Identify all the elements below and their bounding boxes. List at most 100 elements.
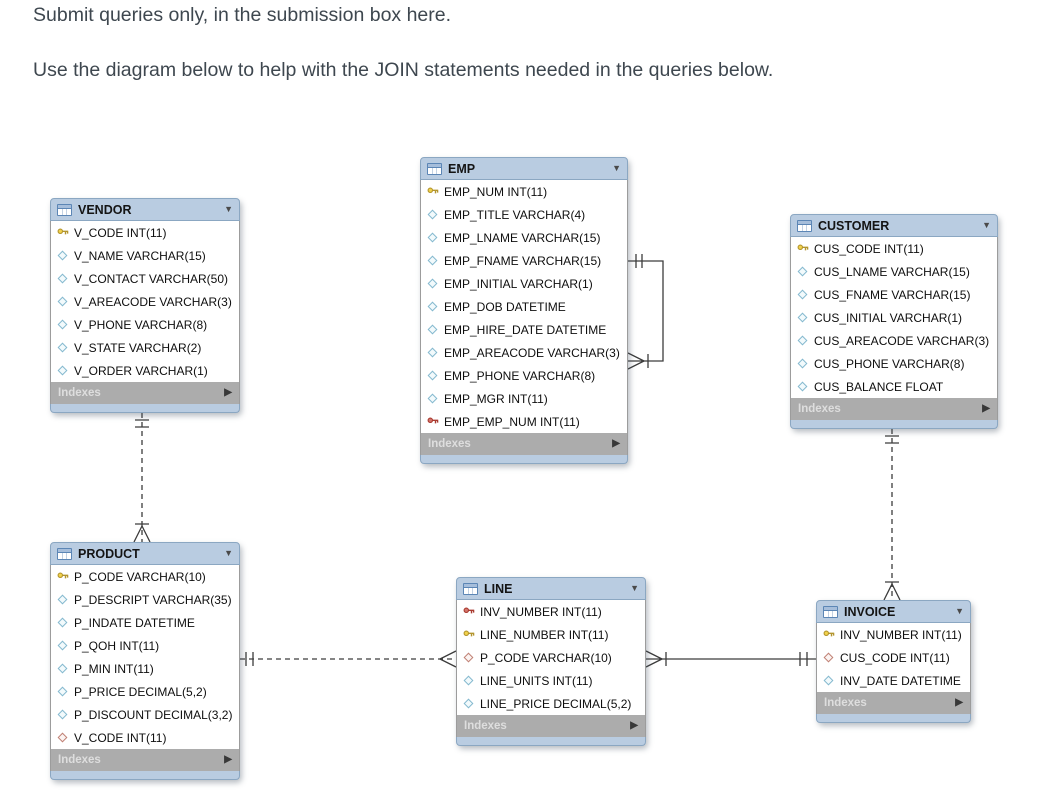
rel-vendor-product — [133, 413, 151, 543]
indexes-label: Indexes — [798, 403, 841, 415]
primary-key-icon — [462, 629, 475, 641]
table-name: PRODUCT — [78, 546, 140, 561]
rel-customer-invoice — [883, 429, 901, 601]
field-row: V_AREACODE VARCHAR(3) — [51, 290, 239, 313]
field-row: V_STATE VARCHAR(2) — [51, 336, 239, 359]
field-label: P_CODE VARCHAR(10) — [74, 569, 206, 584]
attribute-icon — [462, 675, 475, 686]
table-icon — [797, 219, 812, 232]
table-emp: EMP▼EMP_NUM INT(11)EMP_TITLE VARCHAR(4)E… — [420, 157, 628, 464]
attribute-icon — [56, 342, 69, 353]
attribute-icon — [426, 278, 439, 289]
attribute-icon — [426, 347, 439, 358]
attribute-icon — [56, 709, 69, 720]
attribute-icon — [56, 319, 69, 330]
field-label: P_DESCRIPT VARCHAR(35) — [74, 592, 232, 607]
expand-arrow-icon[interactable]: ▶ — [224, 754, 232, 765]
field-row: CUS_BALANCE FLOAT — [791, 375, 997, 398]
field-row: P_PRICE DECIMAL(5,2) — [51, 680, 239, 703]
primary-key-icon — [822, 629, 835, 641]
collapse-caret-icon[interactable]: ▼ — [224, 204, 233, 214]
field-row: CUS_LNAME VARCHAR(15) — [791, 260, 997, 283]
attribute-icon — [56, 663, 69, 674]
field-row: P_INDATE DATETIME — [51, 611, 239, 634]
indexes-bar[interactable]: Indexes ▶ — [790, 398, 998, 420]
field-label: CUS_PHONE VARCHAR(8) — [814, 356, 965, 371]
primary-key-icon — [56, 227, 69, 239]
expand-arrow-icon[interactable]: ▶ — [982, 403, 990, 414]
field-row: CUS_CODE INT(11) — [817, 646, 970, 669]
expand-arrow-icon[interactable]: ▶ — [630, 720, 638, 731]
table-name: INVOICE — [844, 604, 896, 619]
foreign-key-icon — [56, 732, 69, 743]
collapse-caret-icon[interactable]: ▼ — [612, 163, 621, 173]
field-label: CUS_CODE INT(11) — [814, 241, 924, 256]
table-line: LINE ▼ INV_NUMBER INT(11)LINE_NUMBER INT(1… — [456, 577, 646, 746]
indexes-label: Indexes — [824, 697, 867, 709]
collapse-caret-icon[interactable]: ▼ — [630, 583, 639, 593]
field-label: EMP_EMP_NUM INT(11) — [444, 414, 580, 429]
primary-key-icon — [796, 243, 809, 255]
field-label: P_MIN INT(11) — [74, 661, 154, 676]
expand-arrow-icon[interactable]: ▶ — [955, 697, 963, 708]
attribute-icon — [426, 301, 439, 312]
field-label: EMP_MGR INT(11) — [444, 391, 548, 406]
attribute-icon — [56, 365, 69, 376]
field-row: EMP_TITLE VARCHAR(4) — [421, 203, 627, 226]
table-header: INVOICE ▼ — [816, 600, 971, 623]
field-row: V_NAME VARCHAR(15) — [51, 244, 239, 267]
attribute-icon — [56, 273, 69, 284]
indexes-label: Indexes — [58, 754, 101, 766]
field-row: EMP_NUM INT(11) — [421, 180, 627, 203]
table-name: EMP — [448, 161, 476, 176]
field-label: LINE_UNITS INT(11) — [480, 673, 593, 688]
field-list: INV_NUMBER INT(11)LINE_NUMBER INT(11)P_C… — [456, 600, 646, 715]
field-label: CUS_BALANCE FLOAT — [814, 379, 944, 394]
table-name: LINE — [484, 581, 513, 596]
field-label: EMP_TITLE VARCHAR(4) — [444, 207, 586, 222]
indexes-bar[interactable]: Indexes ▶ — [816, 692, 971, 714]
field-list: P_CODE VARCHAR(10) P_DESCRIPT VARCHAR(35)… — [50, 565, 240, 749]
field-label: CUS_INITIAL VARCHAR(1) — [814, 310, 963, 325]
field-row: P_QOH INT(11) — [51, 634, 239, 657]
field-list: EMP_NUM INT(11) EMP_TITLE VARCHAR(4) EMP_L… — [420, 180, 628, 433]
expand-arrow-icon[interactable]: ▶ — [224, 387, 232, 398]
attribute-icon — [56, 250, 69, 261]
field-row: V_CODE INT(11) — [51, 726, 239, 749]
foreign-key-icon — [462, 652, 475, 663]
attribute-icon — [426, 255, 439, 266]
expand-arrow-icon[interactable]: ▶ — [612, 438, 620, 449]
field-label: EMP_PHONE VARCHAR(8) — [444, 368, 596, 383]
table-icon — [57, 203, 72, 216]
attribute-icon — [426, 370, 439, 381]
foreign-key-icon — [822, 652, 835, 663]
field-label: INV_NUMBER INT(11) — [480, 604, 602, 619]
table-bottom-strip — [420, 455, 628, 464]
field-label: V_ORDER VARCHAR(1) — [74, 363, 208, 378]
indexes-bar[interactable]: Indexes▶ — [50, 382, 240, 404]
field-row: CUS_AREACODE VARCHAR(3) — [791, 329, 997, 352]
field-row: P_DESCRIPT VARCHAR(35) — [51, 588, 239, 611]
table-invoice: INVOICE▼INV_NUMBER INT(11)CUS_CODE INT(1… — [816, 600, 971, 723]
indexes-bar[interactable]: Indexes▶ — [456, 715, 646, 737]
field-label: CUS_FNAME VARCHAR(15) — [814, 287, 971, 302]
primary-key-icon — [56, 571, 69, 583]
field-label: INV_DATE DATETIME — [840, 673, 961, 688]
field-row: EMP_MGR INT(11) — [421, 387, 627, 410]
collapse-caret-icon[interactable]: ▼ — [955, 606, 964, 616]
collapse-caret-icon[interactable]: ▼ — [982, 220, 991, 230]
attribute-icon — [56, 594, 69, 605]
indexes-bar[interactable]: Indexes▶ — [420, 433, 628, 455]
field-row: EMP_PHONE VARCHAR(8) — [421, 364, 627, 387]
table-header: EMP ▼ — [420, 157, 628, 180]
table-icon — [823, 605, 838, 618]
table-vendor: VENDOR▼V_CODE INT(11)V_NAME VARCHAR(15)V… — [50, 198, 240, 413]
table-header: VENDOR▼ — [50, 198, 240, 221]
collapse-caret-icon[interactable]: ▼ — [224, 548, 233, 558]
foreign-primary-key-icon — [462, 606, 475, 618]
field-label: EMP_HIRE_DATE DATETIME — [444, 322, 607, 337]
indexes-bar[interactable]: Indexes ▶ — [50, 749, 240, 771]
field-row: CUS_INITIAL VARCHAR(1) — [791, 306, 997, 329]
field-row: EMP_LNAME VARCHAR(15) — [421, 226, 627, 249]
